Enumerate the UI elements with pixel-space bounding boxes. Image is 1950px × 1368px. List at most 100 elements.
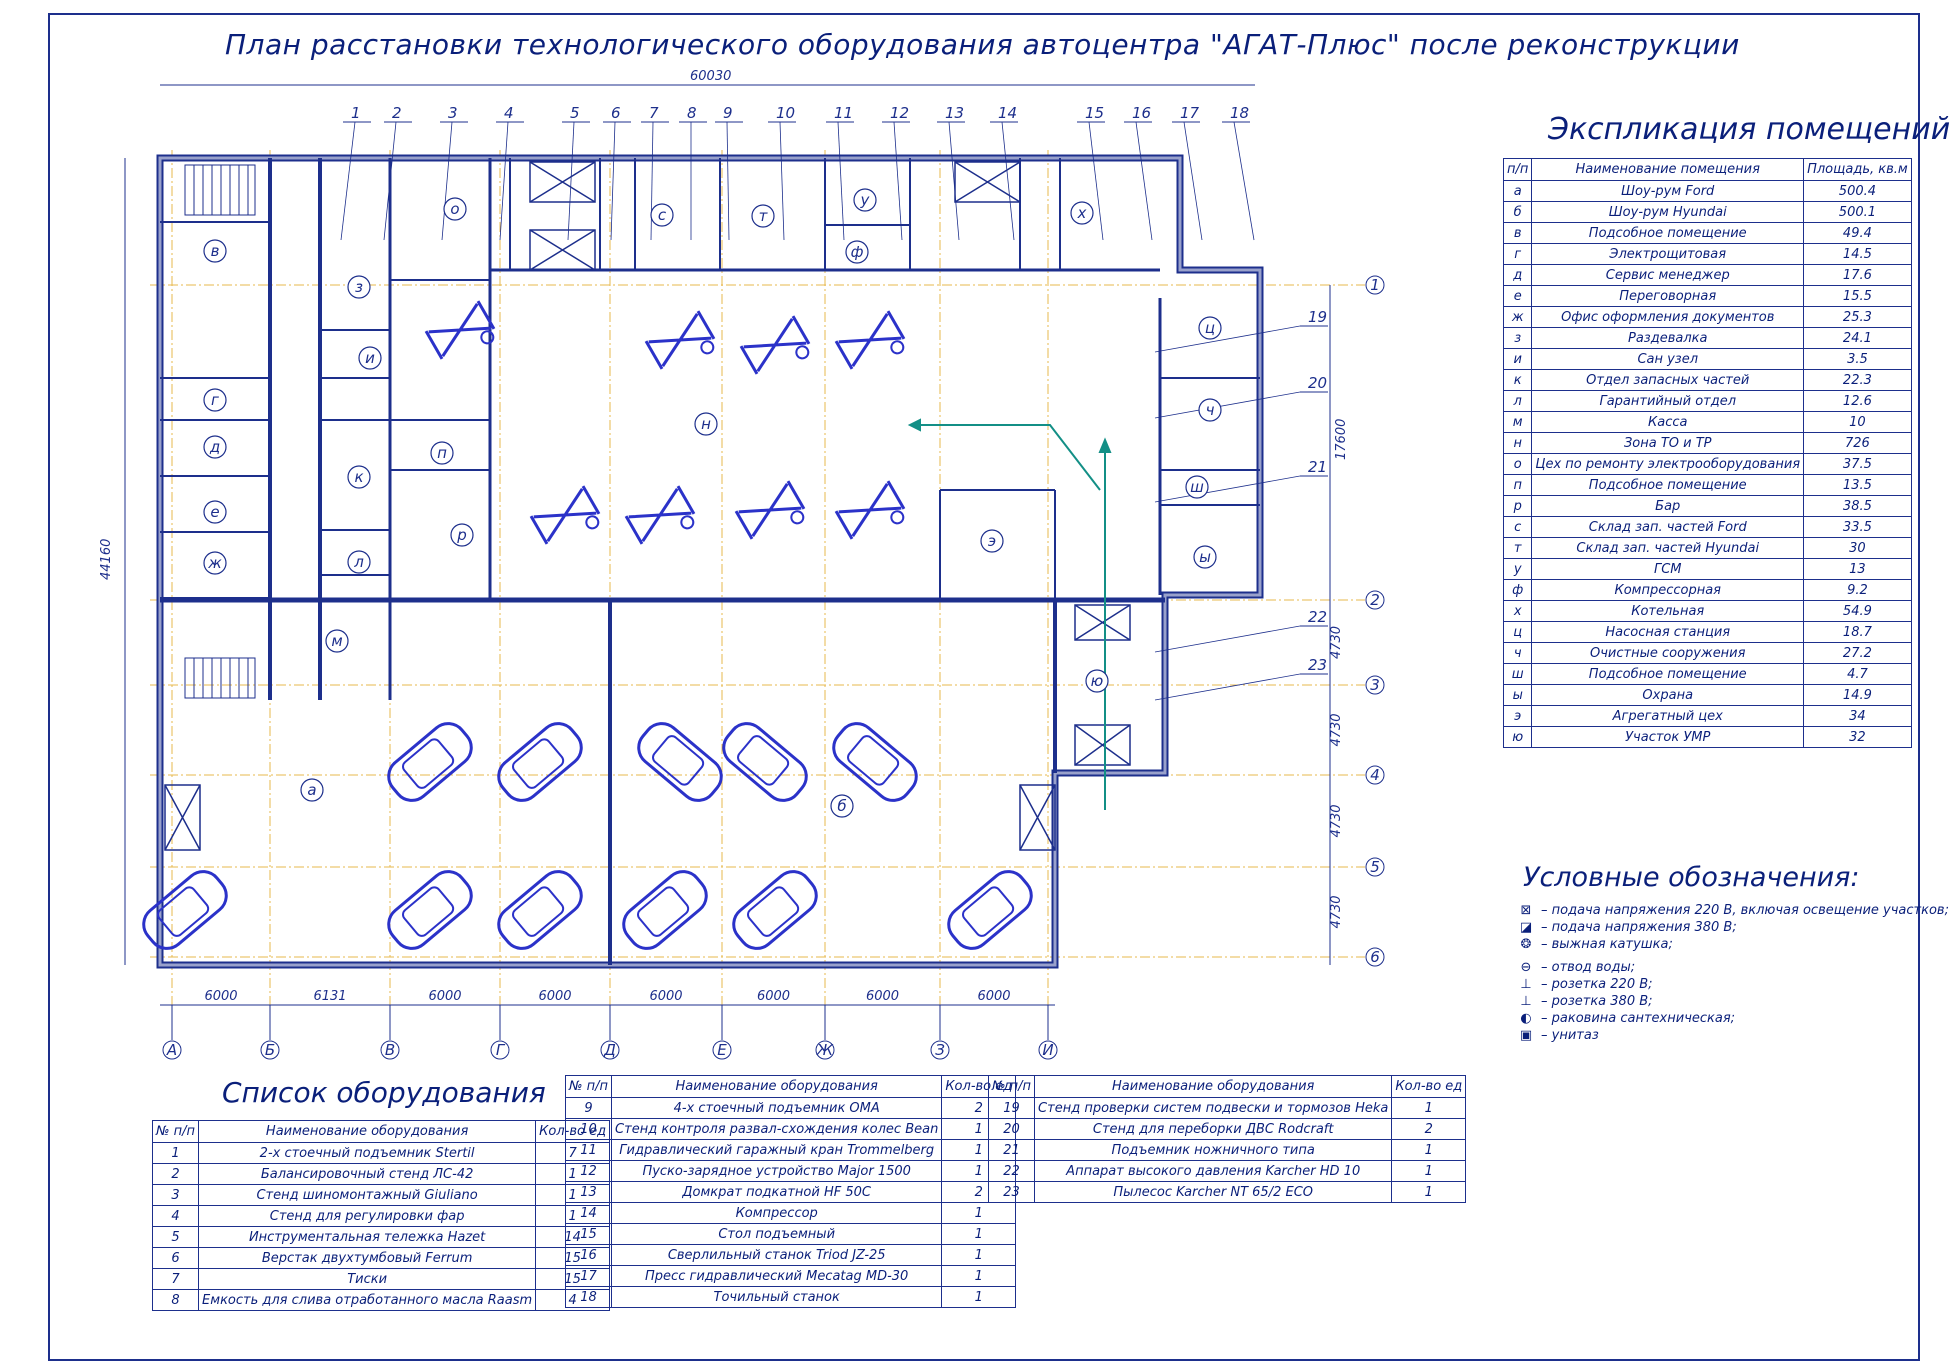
legend-item: ◪– подача напряжения 380 В;	[1515, 919, 1949, 936]
svg-text:ю: ю	[1091, 672, 1104, 690]
expl-cell-area: 34	[1803, 705, 1912, 727]
svg-text:н: н	[701, 415, 711, 433]
eq-cell-no: 3	[151, 1184, 200, 1206]
expl-cell-name: Цех по ремонту электрооборудования	[1531, 453, 1805, 475]
svg-text:20: 20	[1308, 374, 1327, 392]
expl-cell-name: Компрессорная	[1531, 579, 1805, 601]
legend-item: ❂– выжная катушка;	[1515, 936, 1949, 953]
expl-cell-area: 4.7	[1803, 663, 1912, 685]
expl-cell-area: 25.3	[1803, 306, 1912, 328]
sink-icon: ◐	[1520, 1011, 1532, 1026]
car-icon	[142, 870, 228, 950]
column-axis-bubble: И	[1038, 1005, 1058, 1060]
callout-label: 14	[990, 104, 1018, 241]
svg-text:7: 7	[649, 104, 659, 122]
expl-cell-no: з	[1502, 327, 1533, 349]
svg-text:а: а	[307, 781, 316, 799]
eq-cell-no: 20	[987, 1118, 1036, 1140]
expl-cell-name: Участок УМР	[1531, 726, 1805, 748]
eq-cell-no: 2	[151, 1163, 200, 1185]
eq-col-no: № п/п	[564, 1075, 613, 1098]
callout-label: 8	[679, 104, 707, 240]
expl-cell-no: н	[1502, 432, 1533, 454]
eq-cell-no: 10	[564, 1118, 613, 1140]
eq-cell-name: Точильный станок	[611, 1286, 943, 1308]
room-letter-bubble: з	[347, 275, 371, 299]
svg-text:10: 10	[776, 104, 795, 122]
expl-cell-name: Раздевалка	[1531, 327, 1805, 349]
callout-label: 22	[1154, 608, 1328, 653]
expl-cell-no: а	[1502, 180, 1533, 202]
expl-cell-area: 15.5	[1803, 285, 1912, 307]
column-axis-bubble: А	[162, 1005, 182, 1060]
expl-cell-name: Зона ТО и ТР	[1531, 432, 1805, 454]
expl-cell-area: 12.6	[1803, 390, 1912, 412]
expl-cell-no: г	[1502, 243, 1533, 265]
expl-cell-name: Офис оформления документов	[1531, 306, 1805, 328]
expl-cell-area: 38.5	[1803, 495, 1912, 517]
callout-label: 15	[1077, 104, 1105, 241]
svg-text:Г: Г	[496, 1041, 506, 1059]
expl-cell-no: п	[1502, 474, 1533, 496]
svg-text:5: 5	[1370, 858, 1380, 876]
callout-label: 1	[340, 104, 371, 241]
expl-cell-name: Очистные сооружения	[1531, 642, 1805, 664]
eq-cell-name: 2-х стоечный подъемник Stertil	[198, 1142, 537, 1164]
expl-cell-area: 13	[1803, 558, 1912, 580]
row-dimension: 4730	[1329, 713, 1344, 746]
car-icon	[722, 722, 808, 802]
callout-label: 20	[1154, 374, 1328, 419]
legend-item: ⊠– подача напряжения 220 В, включая осве…	[1515, 902, 1949, 919]
room-letter-bubble: ч	[1198, 398, 1222, 422]
svg-text:ц: ц	[1205, 319, 1215, 337]
callout-label: 23	[1154, 656, 1328, 701]
svg-text:17: 17	[1180, 104, 1200, 122]
expl-cell-no: м	[1502, 411, 1533, 433]
expl-cell-area: 13.5	[1803, 474, 1912, 496]
expl-cell-no: ю	[1502, 726, 1533, 748]
equipment-title: Список оборудования	[222, 1076, 546, 1109]
eq-cell-name: Подъемник ножничного типа	[1034, 1139, 1393, 1161]
eq-cell-no: 8	[151, 1289, 200, 1311]
svg-text:п: п	[437, 444, 447, 462]
lift-icon	[624, 485, 696, 545]
expl-cell-area: 32	[1803, 726, 1912, 748]
room-letter-bubble: у	[853, 188, 877, 212]
expl-col-no: п/п	[1502, 158, 1533, 181]
eq-cell-no: 7	[151, 1268, 200, 1290]
expl-cell-no: с	[1502, 516, 1533, 538]
eq-cell-name: Тиски	[198, 1268, 537, 1290]
svg-text:б: б	[837, 797, 846, 815]
column-axis-bubble: Г	[490, 1005, 510, 1060]
legend-text: – отвод воды;	[1541, 960, 1636, 975]
eq-cell-no: 6	[151, 1247, 200, 1269]
room-letter-bubble: ц	[1198, 316, 1222, 340]
expl-cell-name: Агрегатный цех	[1531, 705, 1805, 727]
lift-icon	[834, 310, 906, 370]
eq-cell-no: 23	[987, 1181, 1036, 1203]
callout-label: 4	[496, 104, 524, 241]
svg-text:3: 3	[1370, 676, 1380, 694]
expl-cell-area: 3.5	[1803, 348, 1912, 370]
column-dimension: 6131	[313, 989, 346, 1004]
svg-text:21: 21	[1308, 458, 1327, 476]
eq-cell-name: Стол подъемный	[611, 1223, 943, 1245]
eq-cell-no: 5	[151, 1226, 200, 1248]
expl-cell-no: в	[1502, 222, 1533, 244]
car-icon	[637, 722, 723, 802]
expl-cell-area: 22.3	[1803, 369, 1912, 391]
svg-text:15: 15	[1085, 104, 1104, 122]
svg-text:Д: Д	[603, 1041, 616, 1059]
eq-cell-no: 1	[151, 1142, 200, 1164]
callout-label: 3	[440, 104, 468, 241]
